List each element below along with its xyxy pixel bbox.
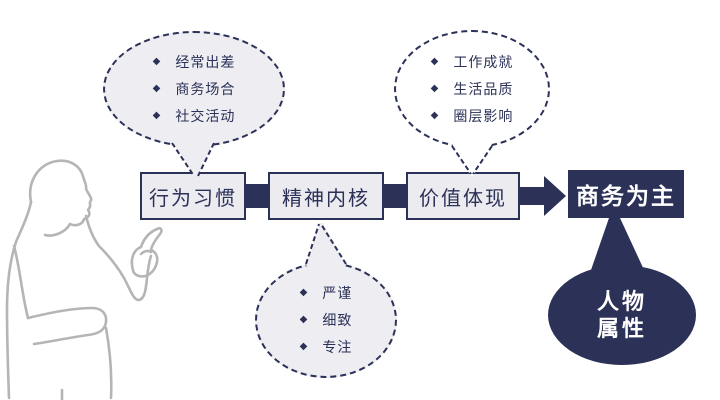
bubble-item-label: 工作成就 bbox=[453, 54, 514, 70]
bubble-item-label: 专注 bbox=[322, 339, 353, 355]
list-item: ◆ 商务场合 bbox=[153, 81, 236, 97]
list-item: ◆ 严谨 bbox=[300, 285, 353, 301]
bubble-tail-behavior-icon bbox=[171, 141, 215, 177]
person-torso-right-edge bbox=[104, 326, 113, 400]
bubble-item-label: 经常出差 bbox=[175, 54, 236, 70]
flow-step-value: 价值体现 bbox=[406, 172, 520, 220]
bubble-item-label: 社交活动 bbox=[175, 108, 236, 124]
bubble-item-label: 细致 bbox=[322, 312, 353, 328]
diamond-bullet-icon: ◆ bbox=[299, 314, 309, 325]
list-item: ◆ 专注 bbox=[300, 339, 353, 355]
flow-arrow-head-icon bbox=[544, 176, 566, 216]
bubble-item-label: 生活品质 bbox=[453, 81, 514, 97]
person-folded-forearm bbox=[26, 306, 108, 346]
result-box-business: 商务为主 bbox=[568, 170, 684, 218]
badge-line: 人物 bbox=[596, 289, 647, 314]
person-head-outline bbox=[28, 159, 93, 237]
diamond-bullet-icon: ◆ bbox=[299, 341, 309, 352]
connector-bar bbox=[244, 184, 270, 208]
person-sketch bbox=[5, 159, 163, 400]
bubble-value-traits: ◆ 工作成就 ◆ 生活品质 ◆ 圈层影响 bbox=[394, 30, 550, 148]
bubble-tail-value-icon bbox=[451, 144, 493, 176]
bubble-tail-spirit-icon bbox=[305, 223, 347, 266]
connector-bar bbox=[382, 184, 408, 208]
bubble-behavior-traits: ◆ 经常出差 ◆ 商务场合 ◆ 社交活动 bbox=[103, 31, 285, 147]
list-item: ◆ 工作成就 bbox=[431, 54, 514, 70]
flow-step-behavior: 行为习惯 bbox=[140, 172, 246, 220]
list-item: ◆ 圈层影响 bbox=[431, 108, 514, 124]
list-item: ◆ 经常出差 bbox=[153, 54, 236, 70]
bubble-spirit-traits: ◆ 严谨 ◆ 细致 ◆ 专注 bbox=[255, 262, 397, 378]
bubble-item-label: 严谨 bbox=[322, 285, 353, 301]
diamond-bullet-icon: ◆ bbox=[430, 56, 440, 67]
diamond-bullet-icon: ◆ bbox=[152, 56, 162, 67]
badge-tail-icon bbox=[591, 218, 645, 272]
badge-line: 属性 bbox=[596, 316, 647, 341]
flow-arrow-icon bbox=[520, 187, 546, 205]
bubble-item-label: 圈层影响 bbox=[453, 108, 514, 124]
diamond-bullet-icon: ◆ bbox=[430, 83, 440, 94]
diamond-bullet-icon: ◆ bbox=[152, 110, 162, 121]
person-neck-shoulder-arm bbox=[84, 214, 153, 302]
diamond-bullet-icon: ◆ bbox=[430, 110, 440, 121]
list-item: ◆ 生活品质 bbox=[431, 81, 514, 97]
list-item: ◆ 细致 bbox=[300, 312, 353, 328]
person-back-outline bbox=[5, 200, 33, 400]
bubble-item-label: 商务场合 bbox=[175, 81, 236, 97]
diamond-bullet-icon: ◆ bbox=[299, 287, 309, 298]
person-left-upper-arm bbox=[12, 244, 30, 320]
person-hand-pointing bbox=[130, 227, 163, 278]
list-item: ◆ 社交活动 bbox=[153, 108, 236, 124]
persona-attribute-badge: 人物 属性 bbox=[548, 265, 696, 365]
person-knuckle-line bbox=[139, 249, 153, 256]
flow-step-spirit: 精神内核 bbox=[268, 172, 384, 220]
diamond-bullet-icon: ◆ bbox=[152, 83, 162, 94]
